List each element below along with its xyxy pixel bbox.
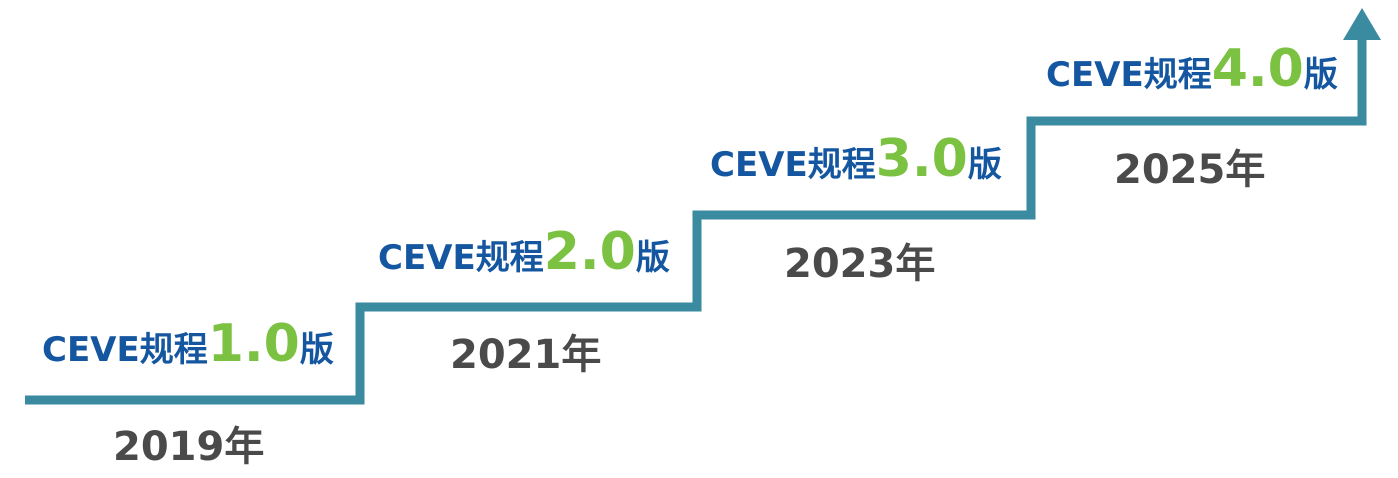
step-2-year: 2021年 (450, 332, 602, 378)
step-3-version-suffix: 版 (967, 145, 1002, 185)
staircase-line (25, 38, 1367, 405)
step-1-version-suffix: 版 (299, 330, 334, 370)
step-1-year: 2019年 (113, 424, 265, 470)
step-2-version-label: CEVE规程2.0版 (378, 226, 670, 278)
step-3-version-label: CEVE规程3.0版 (710, 133, 1002, 185)
step-2-version-suffix: 版 (635, 238, 670, 278)
step-1-version-label: CEVE规程1.0版 (42, 318, 334, 370)
step-1-version-prefix: CEVE规程 (42, 330, 208, 370)
step-4-version-suffix: 版 (1303, 55, 1338, 95)
step-4-version-number: 4.0 (1211, 39, 1304, 99)
step-1-version-number: 1.0 (207, 314, 300, 374)
step-2-version-number: 2.0 (543, 222, 636, 282)
step-3-version-prefix: CEVE规程 (710, 145, 876, 185)
step-3-year: 2023年 (784, 241, 936, 287)
step-3-version-number: 3.0 (875, 129, 968, 189)
arrow-up-icon (1343, 8, 1381, 40)
step-2-version-prefix: CEVE规程 (378, 238, 544, 278)
step-4-version-label: CEVE规程4.0版 (1046, 43, 1338, 95)
step-4-version-prefix: CEVE规程 (1046, 55, 1212, 95)
step-4-year: 2025年 (1114, 147, 1266, 193)
